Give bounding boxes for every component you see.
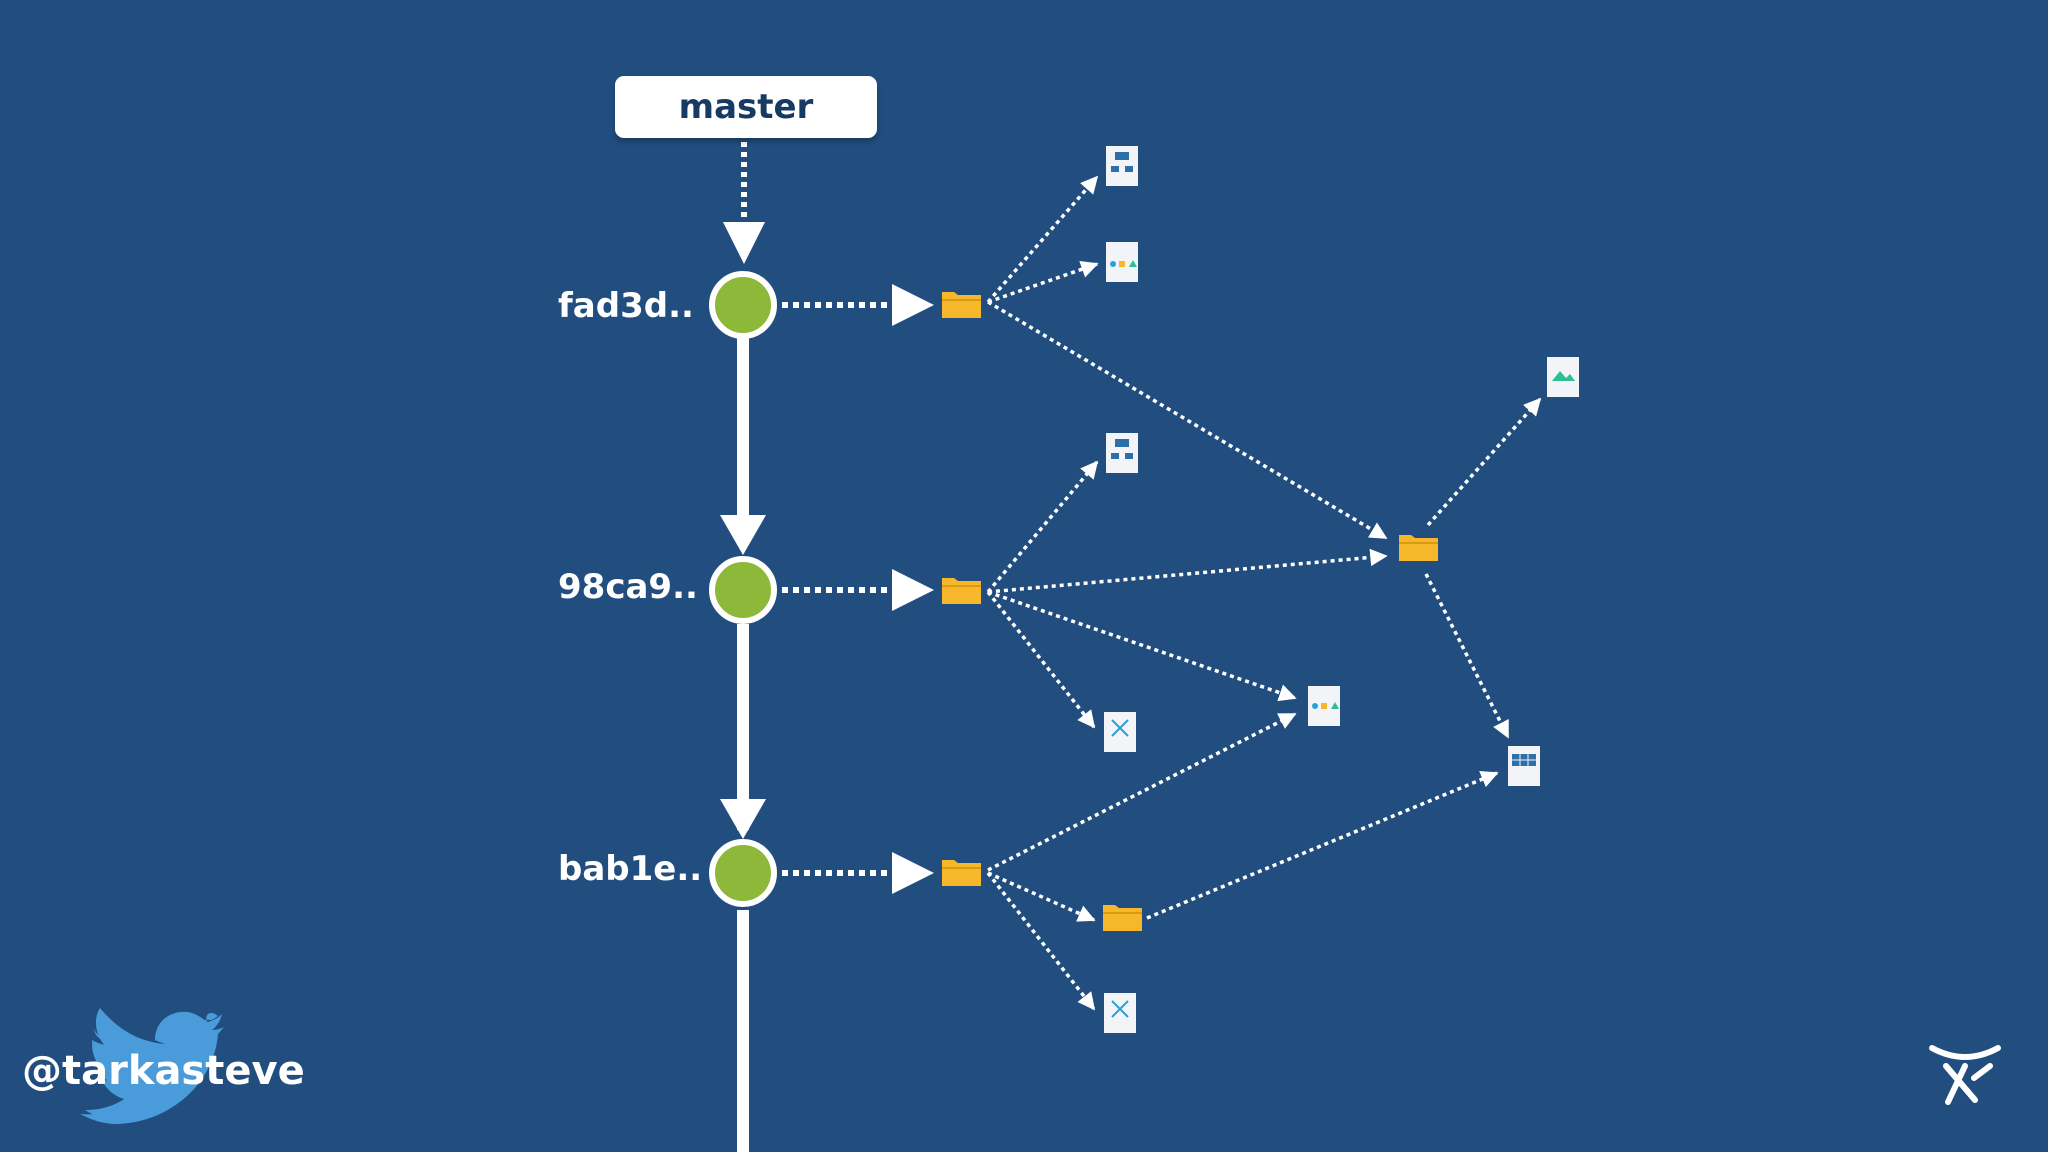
tree-entry-arrows bbox=[986, 175, 1542, 1011]
commit-label: 98ca9.. bbox=[558, 567, 698, 607]
folder-icon[interactable] bbox=[942, 578, 981, 604]
file-icon[interactable] bbox=[1104, 993, 1136, 1033]
parent-arrowheads bbox=[720, 515, 766, 839]
commit-to-tree-arrows bbox=[782, 284, 934, 894]
file-icon[interactable] bbox=[1104, 712, 1136, 752]
file-icon[interactable] bbox=[1106, 146, 1138, 186]
file-icon[interactable] bbox=[1106, 433, 1138, 473]
commit-node[interactable] bbox=[709, 556, 777, 624]
folder-icon[interactable] bbox=[1103, 905, 1142, 931]
file-icon[interactable] bbox=[1308, 686, 1340, 726]
branch-label-master[interactable]: master bbox=[615, 76, 877, 138]
folder-icon[interactable] bbox=[942, 292, 981, 318]
file-icon[interactable] bbox=[1508, 746, 1540, 786]
commit-label: fad3d.. bbox=[558, 286, 694, 326]
file-icon[interactable] bbox=[1547, 357, 1579, 397]
commit-label: bab1e.. bbox=[558, 849, 703, 889]
atlassian-logo-icon bbox=[1929, 1045, 2001, 1105]
commit-node[interactable] bbox=[709, 839, 777, 907]
folder-icon[interactable] bbox=[942, 860, 981, 886]
branch-label-text: master bbox=[678, 87, 814, 127]
file-icon[interactable] bbox=[1106, 242, 1138, 282]
twitter-handle: @tarkasteve bbox=[22, 1048, 305, 1094]
commit-node[interactable] bbox=[709, 271, 777, 339]
twitter-bird-icon bbox=[80, 1008, 224, 1124]
folder-icon[interactable] bbox=[1399, 535, 1438, 561]
